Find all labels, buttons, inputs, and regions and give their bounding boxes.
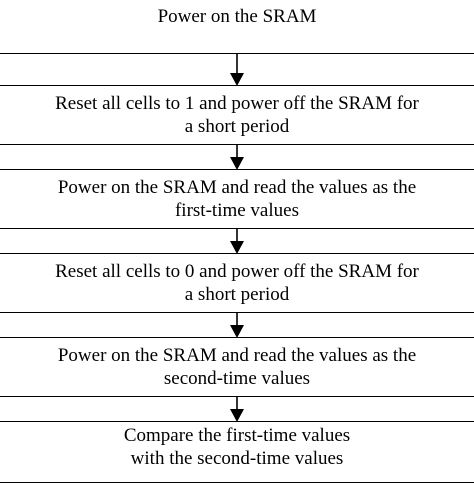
step-2-text: Reset all cells to 1 and power off the S…	[55, 92, 419, 138]
step-read-first-time-values: Power on the SRAM and read the values as…	[0, 169, 474, 229]
step-6-line-2: with the second-time values	[130, 448, 344, 469]
step-3-line-1: Power on the SRAM and read the values as…	[57, 177, 417, 198]
step-1-text: Power on the SRAM	[157, 6, 317, 27]
step-3-text: Power on the SRAM and read the values as…	[58, 176, 416, 222]
step-2-line-1: Reset all cells to 1 and power off the S…	[55, 93, 419, 114]
step-5-line-1: Power on the SRAM and read the values as…	[57, 345, 417, 366]
step-4-line-2: a short period	[184, 284, 290, 305]
arrow-down-icon	[229, 228, 245, 254]
step-5-text: Power on the SRAM and read the values as…	[58, 344, 416, 390]
step-read-second-time-values: Power on the SRAM and read the values as…	[0, 337, 474, 397]
step-6-text: Compare the first-time values with the s…	[124, 424, 350, 470]
step-reset-cells-to-1: Reset all cells to 1 and power off the S…	[0, 85, 474, 145]
step-4-text: Reset all cells to 0 and power off the S…	[55, 260, 419, 306]
step-2-line-2: a short period	[184, 116, 290, 137]
step-4-line-1: Reset all cells to 0 and power off the S…	[55, 261, 419, 282]
step-6-line-1: Compare the first-time values	[123, 425, 351, 446]
arrow-down-icon	[229, 54, 245, 86]
arrow-down-icon	[229, 312, 245, 338]
step-reset-cells-to-0: Reset all cells to 0 and power off the S…	[0, 253, 474, 313]
step-power-on-sram: Power on the SRAM	[0, 0, 474, 54]
step-5-line-2: second-time values	[163, 368, 311, 389]
arrow-down-icon	[229, 144, 245, 170]
step-3-line-2: first-time values	[174, 200, 299, 221]
arrow-down-icon	[229, 396, 245, 422]
